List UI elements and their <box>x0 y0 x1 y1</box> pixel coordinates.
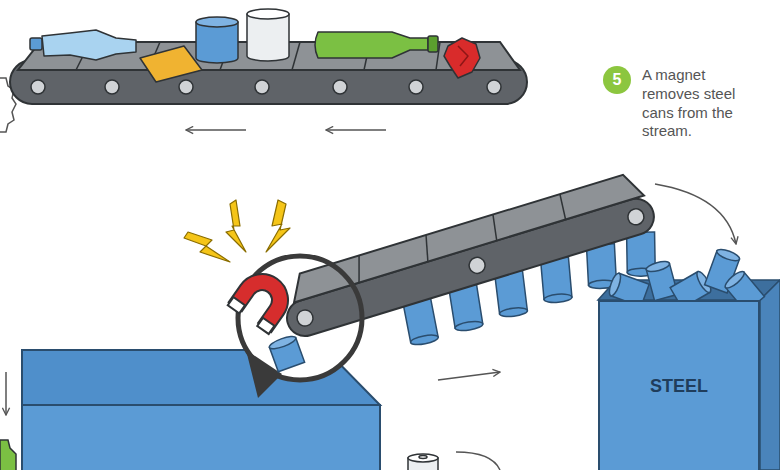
circle-shape <box>603 66 631 94</box>
direction-arrow <box>326 129 386 131</box>
aluminium-can <box>408 454 438 470</box>
magnet-symbol <box>228 271 293 334</box>
direction-arrow <box>438 372 500 380</box>
flow-arrow <box>456 452 500 470</box>
flow-arrow <box>655 184 736 244</box>
flow-arrow <box>5 372 7 415</box>
bin-label: STEEL <box>650 376 708 397</box>
recyclables <box>30 9 480 82</box>
steel-can <box>268 334 305 372</box>
magnet-sparks <box>184 200 290 262</box>
glass-bottle <box>0 440 16 470</box>
callout-circle: 5 <box>603 66 631 94</box>
step-caption: A magnet removes steel cans from the str… <box>642 66 754 141</box>
callout-number: 5 <box>613 71 622 89</box>
direction-arrow <box>186 129 246 131</box>
bin-box: STEEL <box>598 300 760 470</box>
